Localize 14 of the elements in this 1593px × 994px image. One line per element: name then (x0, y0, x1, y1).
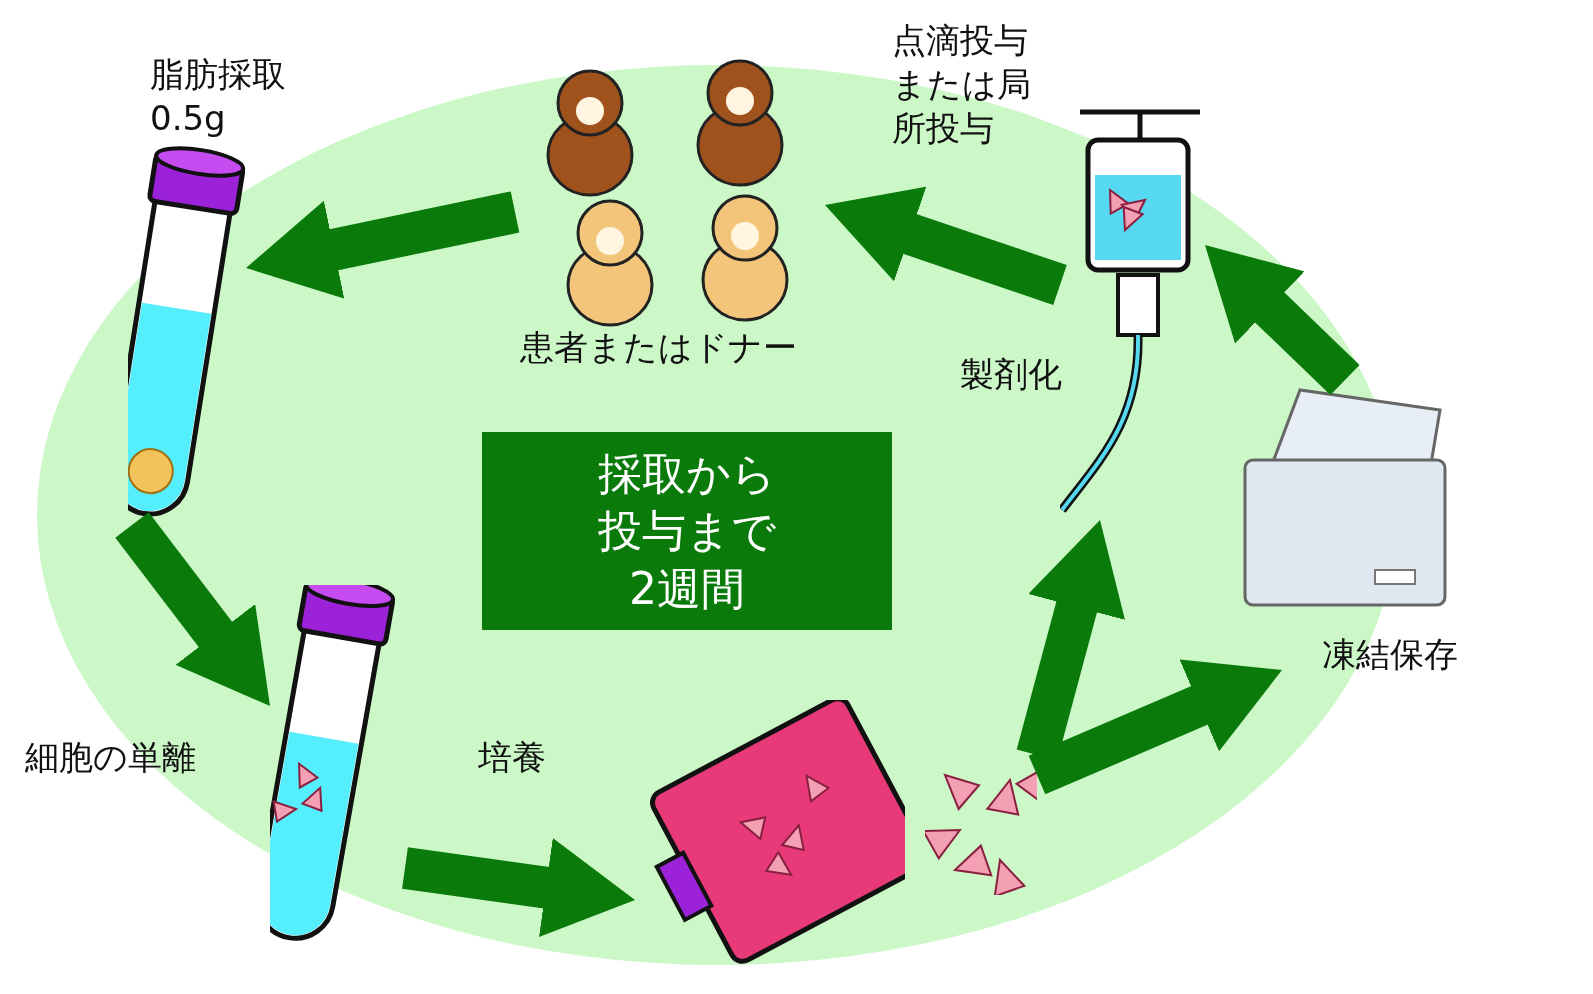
arrow (402, 838, 635, 938)
duration-box: 採取から投与まで2週間 (482, 432, 892, 630)
step-label: 製剤化 (960, 353, 1062, 396)
node-label: 脂肪採取 0.5g (150, 53, 287, 141)
arrow (246, 191, 520, 299)
node-label: 細胞の単離 (25, 736, 196, 779)
arrow (115, 512, 270, 706)
arrow (1205, 245, 1360, 396)
arrow (825, 186, 1067, 305)
edge-label: 培養 (478, 736, 546, 779)
node-label: 凍結保存 (1322, 633, 1458, 676)
arrow (1028, 659, 1282, 795)
node-label: 点滴投与または局所投与 (892, 19, 1032, 151)
node-label: 患者またはドナー (520, 326, 797, 369)
